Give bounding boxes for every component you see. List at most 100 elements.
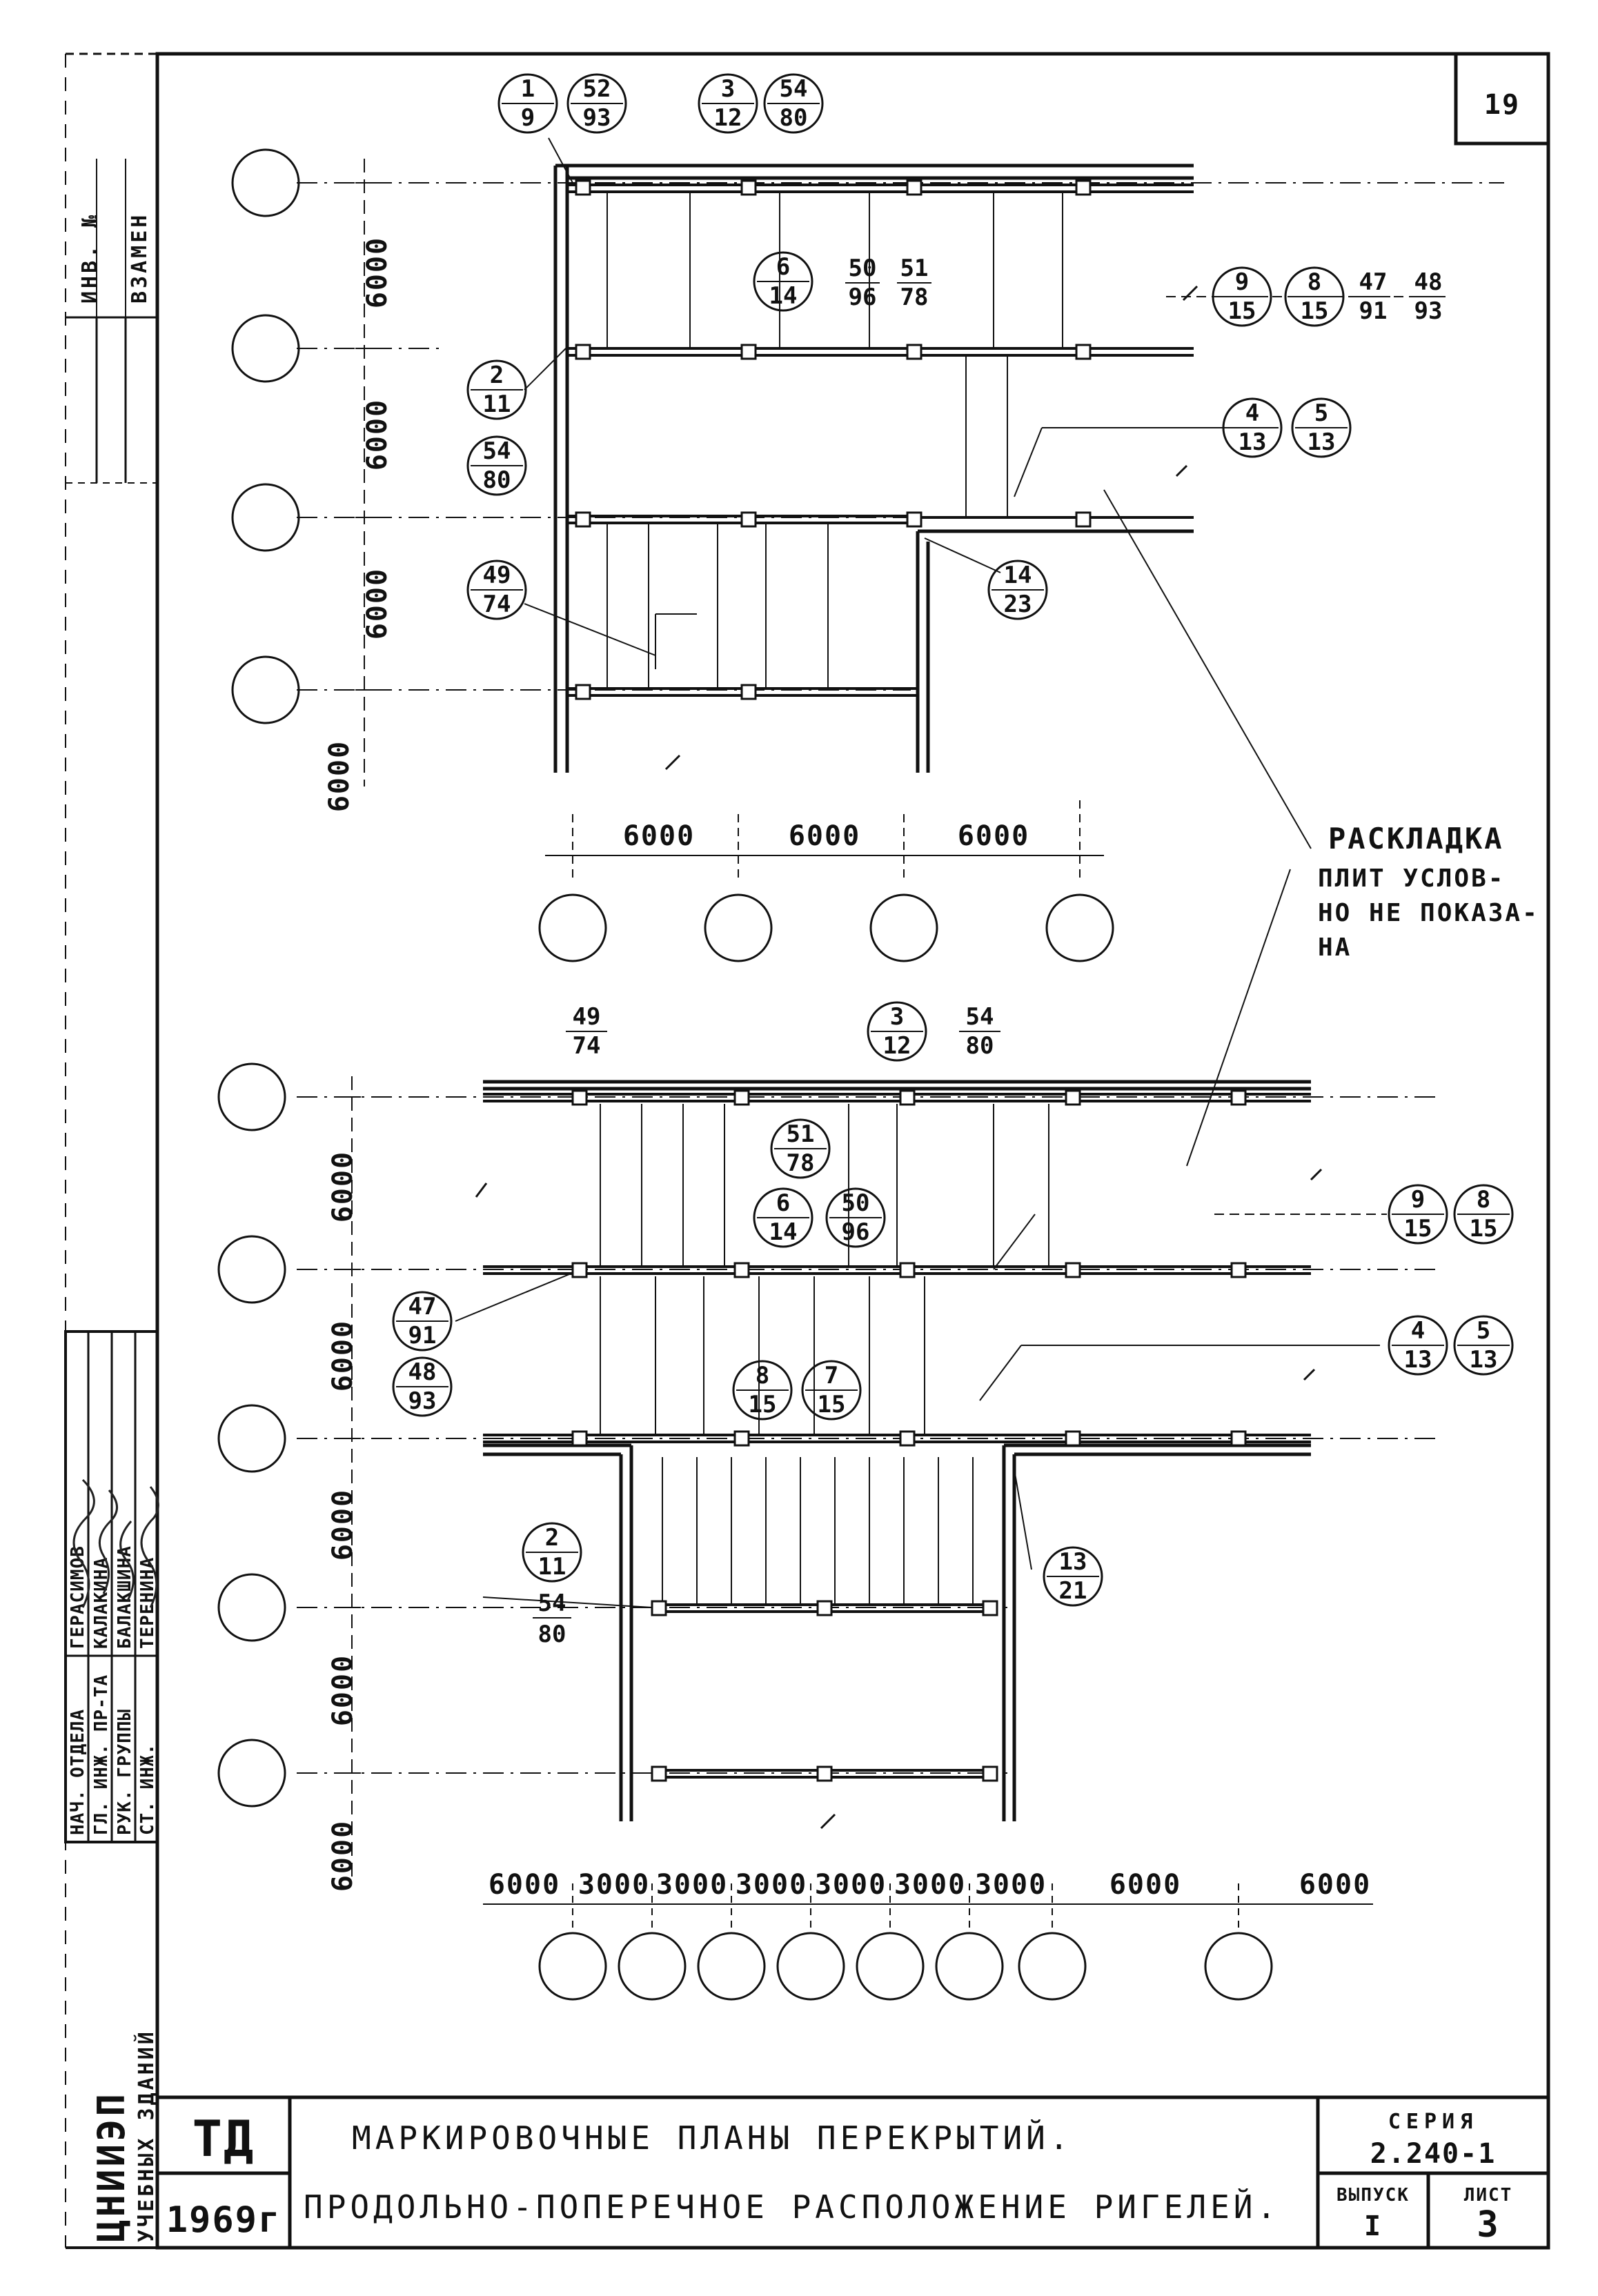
plan-bottom-horizontal-dim-line [483, 1883, 1373, 1932]
top-fraction-3-bottom: 91 [1359, 297, 1388, 325]
top-vdim-3: 6000 [362, 568, 393, 640]
bottom-mark-10-bottom: 13 [1470, 1346, 1498, 1374]
plan-bottom-labels: 6000 6000 6000 6000 6000 6000 3000 3000 … [327, 1003, 1497, 1901]
bottom-mark-12-top: 7 [825, 1362, 838, 1389]
bottom-mark-14-bottom: 11 [538, 1553, 566, 1581]
top-mark-11-bottom: 13 [1308, 428, 1336, 456]
bottom-hdim-1: 6000 [489, 1869, 560, 1901]
bottom-hdim-4: 3000 [736, 1869, 807, 1901]
bottom-vdim-2: 6000 [327, 1320, 359, 1392]
bottom-fraction-3-bottom: 80 [538, 1621, 566, 1648]
top-mark-3-bottom: 12 [714, 104, 742, 132]
plan-bottom-vertical-dim-line [343, 1076, 361, 1877]
bottom-mark-3-bottom: 14 [769, 1218, 798, 1246]
top-mark-12-bottom: 74 [483, 591, 511, 618]
top-mark-4-bottom: 80 [780, 104, 808, 132]
bottom-mark-1-top: 3 [890, 1003, 904, 1031]
bottom-mark-7-bottom: 91 [408, 1322, 437, 1349]
series-label: СЕРИЯ [1388, 2110, 1478, 2134]
bottom-hdim-8: 6000 [1109, 1869, 1181, 1901]
top-vdim-4: 6000 [324, 740, 355, 812]
top-vdim-1: 6000 [362, 237, 393, 308]
org-subtitle: УЧЕБНЫХ ЗДАНИЙ [134, 2029, 159, 2242]
bottom-mark-4-top: 50 [842, 1189, 870, 1217]
plan-bottom-fraction-bars [533, 1031, 1000, 1619]
plan-bottom-mark-circles [392, 1001, 1514, 1607]
bottom-mark-6-top: 8 [1477, 1186, 1490, 1214]
top-mark-11-top: 5 [1314, 399, 1328, 427]
top-mark-9-bottom: 80 [483, 466, 511, 494]
bottom-mark-9-bottom: 13 [1404, 1346, 1432, 1374]
top-mark-2-top: 52 [583, 75, 611, 103]
top-mark-8-top: 2 [490, 362, 504, 389]
plan-top-fraction-bars [845, 282, 1446, 297]
sheet-value: 3 [1477, 2204, 1499, 2246]
bottom-vdim-4: 6000 [327, 1654, 359, 1726]
bottom-mark-8-top: 48 [408, 1358, 437, 1386]
top-mark-13-bottom: 23 [1004, 591, 1032, 618]
bottom-mark-3-top: 6 [776, 1189, 790, 1217]
bottom-mark-13-bottom: 21 [1059, 1577, 1087, 1605]
bottom-fraction-1-top: 49 [573, 1003, 601, 1031]
sheet-label: ЛИСТ [1464, 2185, 1513, 2206]
plan-top-slabs [606, 193, 1063, 689]
plan-top-vertical-dim-line [355, 159, 373, 786]
issue-value: I [1364, 2210, 1382, 2242]
staff-role-3: РУК. ГРУППЫ [115, 1709, 135, 1835]
top-mark-10-bottom: 13 [1239, 428, 1267, 456]
plan-bottom-section-marks [475, 1168, 1323, 1830]
bottom-mark-1-bottom: 12 [883, 1032, 911, 1060]
bottom-mark-2-top: 51 [787, 1120, 815, 1148]
title-block [157, 2095, 1548, 2248]
bottom-mark-11-top: 8 [756, 1362, 769, 1389]
top-mark-13-top: 14 [1004, 562, 1032, 589]
bottom-mark-4-bottom: 96 [842, 1218, 870, 1246]
bottom-mark-13-top: 13 [1059, 1548, 1087, 1576]
plan-top-leaders [524, 137, 1421, 849]
top-mark-7-top: 8 [1308, 268, 1321, 296]
inv-label: ИНВ. № [78, 212, 102, 304]
sheet-number-box: 19 [1454, 52, 1550, 146]
plan-bottom [217, 869, 1514, 2001]
bottom-hdim-3: 3000 [656, 1869, 728, 1901]
bottom-mark-9-top: 4 [1411, 1317, 1425, 1345]
top-fraction-2-top: 51 [900, 255, 929, 282]
vzamen-label: ВЗАМЕН [128, 212, 152, 304]
top-hdim-2: 6000 [789, 820, 860, 852]
top-fraction-3-top: 47 [1359, 268, 1388, 296]
plan-top-walls [553, 164, 1194, 773]
title-year: 1969г [166, 2199, 282, 2241]
note-line-4: НА [1318, 933, 1352, 962]
top-mark-7-bottom: 15 [1301, 297, 1329, 325]
title-code: ТД [193, 2110, 255, 2168]
bottom-mark-6-bottom: 15 [1470, 1215, 1498, 1243]
bottom-mark-10-top: 5 [1477, 1317, 1490, 1345]
staff-role-2: ГЛ. ИНЖ. ПР-ТА [91, 1674, 112, 1835]
plan-top-columns [575, 179, 1092, 700]
staff-name-3: БАЛАКШИНА [115, 1545, 135, 1649]
top-fraction-4-bottom: 93 [1414, 297, 1443, 325]
plan-top [231, 73, 1504, 962]
top-fraction-1-bottom: 96 [849, 284, 877, 311]
bottom-fraction-2-bottom: 80 [966, 1032, 994, 1060]
top-mark-6-top: 9 [1235, 268, 1249, 296]
plan-bottom-axis-bubbles [217, 1062, 1273, 2001]
top-fraction-2-bottom: 78 [900, 284, 929, 311]
bottom-mark-5-bottom: 15 [1404, 1215, 1432, 1243]
plan-bottom-mark-dividers [396, 1031, 1510, 1577]
bottom-mark-5-top: 9 [1411, 1186, 1425, 1214]
bottom-hdim-6: 3000 [894, 1869, 966, 1901]
bottom-mark-12-bottom: 15 [818, 1391, 846, 1418]
plan-top-section-marks [664, 285, 1198, 771]
series-value: 2.240-1 [1370, 2138, 1497, 2170]
sheet-number: 19 [1484, 89, 1520, 121]
plan-bottom-walls [483, 1080, 1311, 1821]
top-mark-1-bottom: 9 [521, 104, 535, 132]
bottom-hdim-9: 6000 [1299, 1869, 1371, 1901]
top-hdim-3: 6000 [958, 820, 1029, 852]
top-mark-5-top: 6 [776, 253, 790, 281]
staff-name-1: ГЕРАСИМОВ [68, 1545, 88, 1649]
top-mark-1-top: 1 [521, 75, 535, 103]
plan-bottom-slabs [600, 1104, 1049, 1605]
